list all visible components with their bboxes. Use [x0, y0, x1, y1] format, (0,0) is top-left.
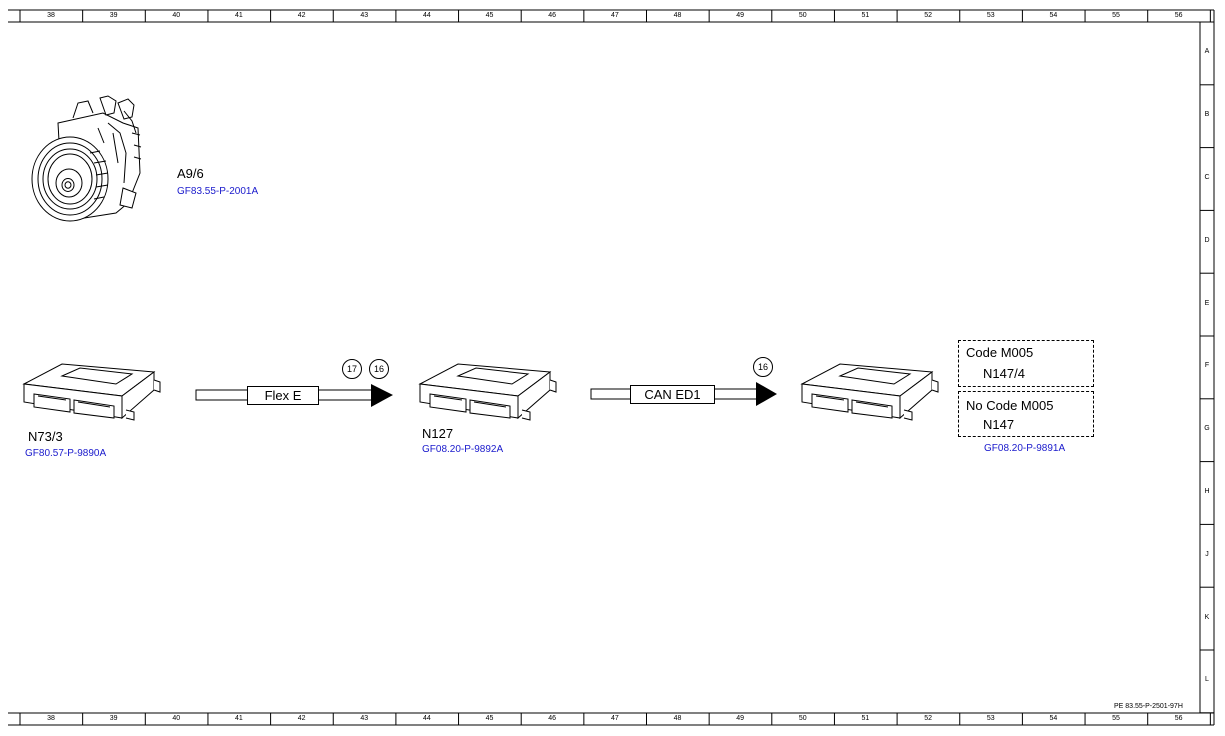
column-number: 52	[924, 715, 932, 722]
column-number: 49	[736, 715, 745, 722]
column-number: 38	[47, 715, 55, 722]
column-number: 46	[548, 715, 557, 722]
code-box-m005-title: Code M005	[966, 345, 1034, 360]
column-number: 53	[986, 12, 995, 19]
column-number: 53	[986, 715, 995, 722]
column-number: 45	[485, 12, 494, 19]
column-number: 55	[1112, 715, 1120, 722]
row-letter: D	[1204, 236, 1210, 244]
ecu-n127-id: N127	[422, 426, 454, 441]
column-number: 54	[1049, 12, 1058, 19]
column-number: 41	[235, 12, 243, 19]
can-bus-label: CAN ED1	[630, 385, 715, 404]
column-number: 47	[610, 715, 619, 722]
column-number: 51	[861, 12, 870, 19]
row-letter: C	[1204, 174, 1210, 181]
code-box-m005-component: N147/4	[983, 366, 1025, 381]
column-number: 54	[1049, 715, 1058, 722]
ecu-n73-3-drawing	[22, 363, 161, 421]
column-number: 42	[297, 12, 306, 19]
code-box-no-m005-title: No Code M005	[966, 398, 1054, 413]
column-number: 48	[673, 12, 682, 19]
compressor-id: A9/6	[177, 166, 204, 181]
column-number: 40	[172, 12, 181, 19]
column-number: 48	[673, 715, 682, 722]
ecu-n127-drawing	[418, 363, 557, 421]
flex-connector-17: 17	[342, 359, 362, 379]
column-number: 47	[610, 12, 619, 19]
row-letter: A	[1204, 48, 1210, 56]
column-number: 50	[798, 12, 807, 19]
column-number: 38	[47, 12, 55, 19]
code-box-no-m005: No Code M005 N147	[958, 391, 1094, 437]
row-letter: F	[1204, 362, 1210, 370]
can-connector-16: 16	[753, 357, 773, 377]
column-number: 56	[1174, 12, 1183, 19]
column-number: 41	[235, 715, 243, 722]
ecu-n73-3-ref-link[interactable]: GF80.57-P-9890A	[25, 448, 107, 459]
column-number: 55	[1112, 12, 1120, 19]
row-letter: K	[1204, 613, 1210, 621]
ecu-n147-drawing	[800, 363, 939, 421]
row-letter: E	[1204, 299, 1210, 307]
column-number: 49	[736, 12, 745, 19]
ecu-n73-3-id: N73/3	[28, 429, 63, 444]
column-number: 39	[109, 12, 118, 19]
column-number: 43	[360, 12, 369, 19]
row-letter: J	[1205, 550, 1209, 558]
flex-bus-label: Flex E	[247, 386, 319, 405]
row-letter: H	[1204, 488, 1210, 495]
code-box-no-m005-component: N147	[983, 417, 1015, 432]
column-number: 50	[798, 715, 807, 722]
column-number: 51	[861, 715, 870, 722]
column-number: 43	[360, 715, 369, 722]
column-number: 44	[422, 715, 431, 722]
compressor-ref-link[interactable]: GF83.55-P-2001A	[177, 186, 259, 197]
flex-connector-16: 16	[369, 359, 389, 379]
code-box-m005: Code M005 N147/4	[958, 340, 1094, 387]
column-number: 56	[1174, 715, 1183, 722]
compressor-drawing	[31, 95, 142, 222]
row-letter: L	[1205, 676, 1209, 684]
column-number: 45	[485, 715, 494, 722]
column-number: 46	[548, 12, 557, 19]
column-number: 44	[422, 12, 431, 19]
column-number: 39	[109, 715, 118, 722]
column-number: 52	[924, 12, 932, 19]
row-letter: B	[1204, 111, 1210, 119]
column-number: 40	[172, 715, 181, 722]
ecu-n147-ref-link[interactable]: GF08.20-P-9891A	[984, 443, 1066, 454]
column-number: 42	[297, 715, 306, 722]
ecu-n127-ref-link[interactable]: GF08.20-P-9892A	[422, 444, 504, 455]
row-letter: G	[1204, 425, 1210, 433]
diagram-id: PE 83.55-P-2501-97H	[1114, 703, 1183, 710]
